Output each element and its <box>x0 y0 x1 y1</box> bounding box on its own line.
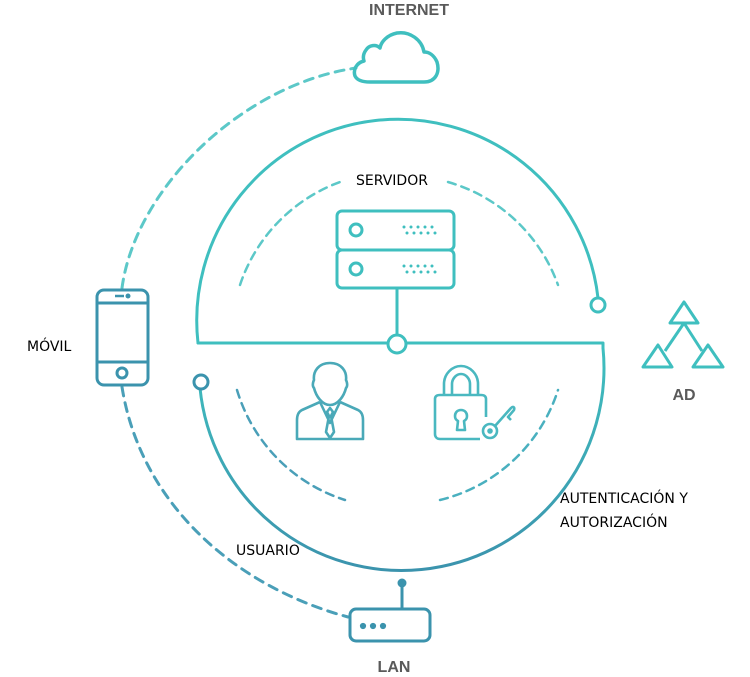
directory-tree-icon <box>641 300 725 369</box>
dashed-link-movil-lan <box>120 385 350 619</box>
upper-arc <box>195 117 600 345</box>
lock-key-icon <box>433 364 516 441</box>
server-icon <box>335 209 456 290</box>
ad-label: AD <box>672 387 695 404</box>
inner-dashed-lower-left <box>235 388 347 502</box>
usuario-label: USUARIO <box>236 543 300 559</box>
inner-dashed-lower-right <box>438 388 560 502</box>
lan-label: LAN <box>378 659 411 676</box>
user-icon <box>295 361 365 441</box>
inner-dashed-upper-left <box>238 180 342 287</box>
upper-arc-end-node <box>589 296 607 314</box>
inner-dashed-upper-right <box>446 180 560 287</box>
lower-arc-end-node <box>192 373 210 391</box>
lower-arc <box>198 346 606 572</box>
movil-label: MÓVIL <box>27 337 72 355</box>
router-icon <box>348 578 432 643</box>
hub-node <box>386 333 408 355</box>
cloud-icon <box>352 31 440 84</box>
auth-label-line1: AUTENTICACIÓN Y <box>560 489 688 507</box>
dashed-link-movil-internet <box>120 66 358 290</box>
internet-label: INTERNET <box>369 2 449 19</box>
horizontal-divider <box>196 341 605 350</box>
auth-label-line2: AUTORIZACIÓN <box>560 513 668 531</box>
servidor-label: SERVIDOR <box>356 173 428 189</box>
smartphone-icon <box>95 288 150 387</box>
